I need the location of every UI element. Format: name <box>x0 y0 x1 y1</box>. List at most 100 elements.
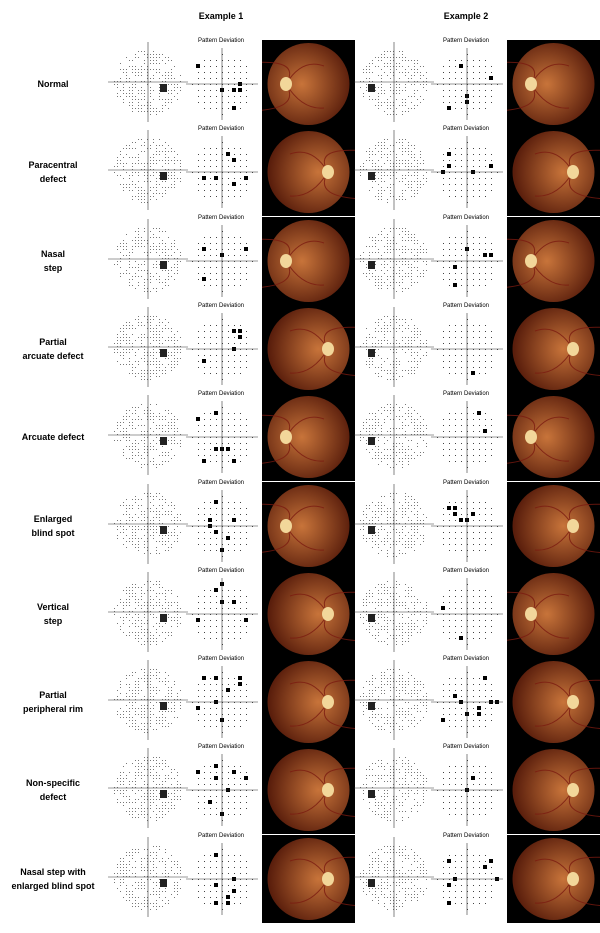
deviation-dot <box>222 860 223 862</box>
deviation-dot <box>461 601 462 603</box>
deviation-dot <box>485 278 486 280</box>
deviation-dot <box>455 708 456 710</box>
deviation-dot <box>246 90 247 91</box>
deviation-dot <box>210 625 211 627</box>
deviation-dot <box>491 172 492 174</box>
pattern-deviation-plot <box>186 224 258 297</box>
deviation-dot <box>240 461 241 463</box>
deviation-dot <box>228 354 229 356</box>
deviation-dot <box>473 236 474 238</box>
deviation-dot <box>222 190 223 192</box>
row-label: Normal <box>4 77 102 91</box>
deviation-dot <box>467 318 468 320</box>
optic-disc <box>280 518 292 533</box>
deviation-dot <box>240 148 241 150</box>
deviation-dot <box>461 419 462 421</box>
deviation-dot <box>252 84 253 85</box>
deviation-dot <box>204 619 205 621</box>
deviation-dot <box>485 860 486 862</box>
pattern-deviation-plot <box>431 401 503 474</box>
deviation-marker <box>214 587 218 592</box>
deviation-dot <box>485 766 486 768</box>
deviation-dot <box>216 324 217 326</box>
deviation-dot <box>240 778 241 780</box>
pattern-deviation-title: Pattern Deviation <box>197 214 245 221</box>
deviation-dot <box>198 790 199 792</box>
deviation-dot <box>479 84 480 85</box>
deviation-dot <box>479 242 480 244</box>
deviation-dot <box>455 772 456 774</box>
deviation-dot <box>449 543 450 545</box>
deviation-dot <box>222 714 223 716</box>
deviation-dot <box>455 684 456 686</box>
deviation-dot <box>497 172 498 174</box>
deviation-dot <box>479 354 480 356</box>
deviation-dot <box>234 501 235 503</box>
deviation-dot <box>473 413 474 415</box>
deviation-dot <box>198 336 199 338</box>
deviation-dot <box>198 702 199 704</box>
deviation-dot <box>216 872 217 874</box>
deviation-dot <box>222 808 223 810</box>
deviation-dot <box>443 266 444 268</box>
deviation-dot <box>461 678 462 680</box>
deviation-dot <box>491 242 492 244</box>
deviation-dot <box>455 896 456 898</box>
deviation-dot <box>479 196 480 198</box>
deviation-dot <box>467 778 468 780</box>
deviation-dot <box>455 84 456 85</box>
deviation-dot <box>467 902 468 904</box>
deviation-marker <box>232 158 236 163</box>
deviation-dot <box>192 437 193 439</box>
deviation-dot <box>479 449 480 451</box>
row-label-line: Paracentral <box>28 160 78 171</box>
deviation-dot <box>479 236 480 238</box>
deviation-dot <box>246 890 247 892</box>
deviation-dot <box>455 860 456 862</box>
deviation-marker <box>208 517 212 522</box>
deviation-dot <box>449 802 450 804</box>
deviation-dot <box>228 72 229 73</box>
retina <box>512 396 595 479</box>
deviation-dot <box>491 336 492 338</box>
deviation-dot <box>240 595 241 597</box>
deviation-dot <box>240 601 241 603</box>
deviation-dot <box>234 525 235 527</box>
visual-field-dots <box>114 315 181 380</box>
deviation-marker <box>489 252 493 257</box>
deviation-dot <box>443 860 444 862</box>
deviation-dot <box>491 455 492 457</box>
deviation-dot <box>240 413 241 415</box>
deviation-dot <box>210 284 211 286</box>
visual-field-dots <box>114 580 181 645</box>
pattern-deviation-plot <box>186 577 258 650</box>
deviation-dot <box>443 348 444 350</box>
deviation-dot <box>467 348 468 350</box>
deviation-dot <box>443 802 444 804</box>
deviation-dot <box>473 714 474 716</box>
deviation-dot <box>455 196 456 198</box>
deviation-dot <box>216 714 217 716</box>
deviation-dot <box>198 696 199 698</box>
deviation-dot <box>461 437 462 439</box>
deviation-dot <box>479 678 480 680</box>
deviation-dot <box>449 455 450 457</box>
deviation-dot <box>443 178 444 180</box>
deviation-dot <box>455 413 456 415</box>
optic-disc <box>322 165 334 180</box>
visual-field-grayscale <box>108 42 188 122</box>
pattern-deviation-plot <box>431 666 503 739</box>
deviation-dot <box>240 190 241 192</box>
deviation-marker <box>232 328 236 333</box>
deviation-dot <box>443 160 444 162</box>
deviation-marker <box>238 334 242 339</box>
deviation-marker <box>232 517 236 522</box>
retina <box>512 837 595 920</box>
deviation-marker <box>244 176 248 181</box>
deviation-dot <box>455 425 456 427</box>
deviation-dot <box>204 595 205 597</box>
deviation-dot <box>491 872 492 874</box>
deviation-dot <box>467 507 468 509</box>
deviation-dot <box>455 360 456 362</box>
deviation-dot <box>467 431 468 433</box>
